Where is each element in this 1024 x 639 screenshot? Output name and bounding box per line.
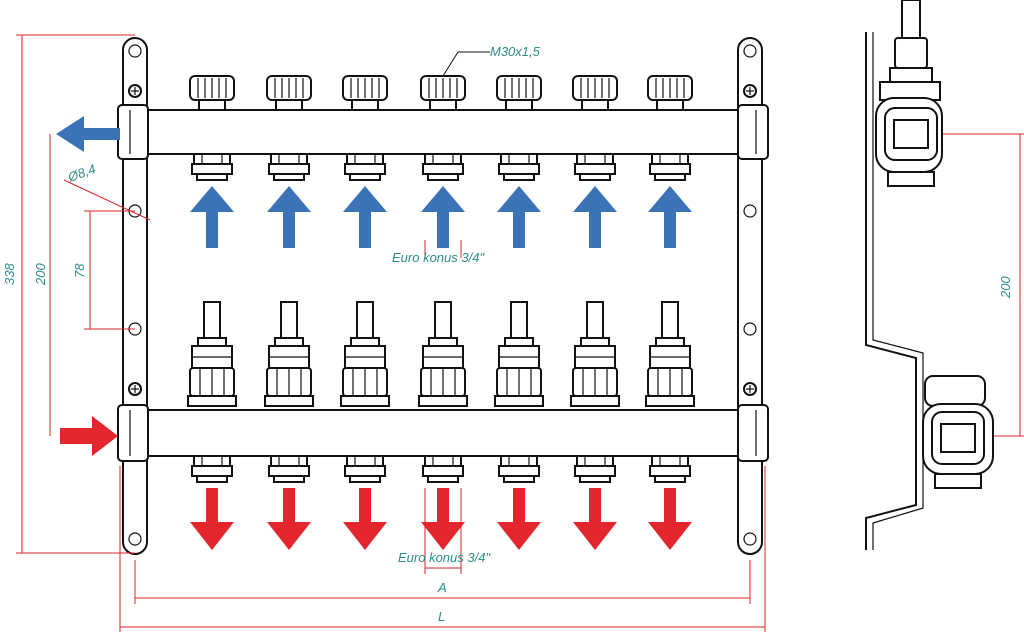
down-arrow-icon <box>648 488 692 550</box>
down-arrow-icon <box>343 488 387 550</box>
down-arrow-icon <box>421 488 465 550</box>
dim-l-label: L <box>438 609 445 624</box>
return-header-pipe <box>117 84 769 160</box>
flow-valve <box>264 301 314 407</box>
supply-flow-arrows <box>60 416 692 550</box>
euro-konus-bottom-label: Euro konus 3/4" <box>398 550 491 565</box>
supply-outlet <box>344 455 386 483</box>
up-arrow-icon <box>421 186 465 248</box>
down-arrow-icon <box>497 488 541 550</box>
down-arrow-icon <box>573 488 617 550</box>
up-arrow-icon <box>267 186 311 248</box>
supply-header-pipe <box>117 382 769 462</box>
supply-valves <box>187 301 695 407</box>
cap-nut <box>266 75 312 111</box>
flow-valve <box>494 301 544 407</box>
cap-nut <box>342 75 388 111</box>
cap-nut <box>420 75 466 111</box>
return-outlet <box>422 153 464 181</box>
cap-nut <box>496 75 542 111</box>
flow-valve <box>645 301 695 407</box>
return-outlet <box>649 153 691 181</box>
return-outlet <box>268 153 310 181</box>
supply-outlets <box>191 455 691 483</box>
return-outlet <box>574 153 616 181</box>
height-side-label: 200 <box>998 276 1013 299</box>
supply-outlet <box>649 455 691 483</box>
hole-diameter-label: Ø8,4 <box>65 161 98 185</box>
cap-nut <box>647 75 693 111</box>
right-arrow-icon <box>60 416 118 456</box>
supply-outlet <box>574 455 616 483</box>
flow-valve <box>340 301 390 407</box>
side-view <box>865 0 994 550</box>
up-arrow-icon <box>573 186 617 248</box>
dim-a-label: A <box>437 580 447 595</box>
flow-valve <box>187 301 237 407</box>
flow-valve <box>570 301 620 407</box>
return-outlet <box>191 153 233 181</box>
euro-konus-top-label: Euro konus 3/4" <box>392 250 485 265</box>
cap-nut <box>572 75 618 111</box>
supply-outlet <box>268 455 310 483</box>
cap-nut <box>189 75 235 111</box>
return-cap-nuts <box>189 75 693 111</box>
dimension-lines <box>16 34 1024 632</box>
supply-outlet <box>498 455 540 483</box>
supply-outlet <box>191 455 233 483</box>
up-arrow-icon <box>190 186 234 248</box>
supply-outlet <box>422 455 464 483</box>
return-outlets <box>191 153 691 181</box>
up-arrow-icon <box>497 186 541 248</box>
return-outlet <box>498 153 540 181</box>
down-arrow-icon <box>267 488 311 550</box>
hole-spacing-label: 78 <box>72 263 87 278</box>
flow-valve <box>418 301 468 407</box>
up-arrow-icon <box>648 186 692 248</box>
left-arrow-icon <box>56 116 120 152</box>
thread-label: M30x1,5 <box>490 44 541 59</box>
return-outlet <box>344 153 386 181</box>
return-flow-arrows <box>56 116 692 248</box>
height-left-label: 200 <box>33 263 48 286</box>
height-total-label: 338 <box>2 263 17 285</box>
thread-leader <box>442 51 490 77</box>
up-arrow-icon <box>343 186 387 248</box>
down-arrow-icon <box>190 488 234 550</box>
